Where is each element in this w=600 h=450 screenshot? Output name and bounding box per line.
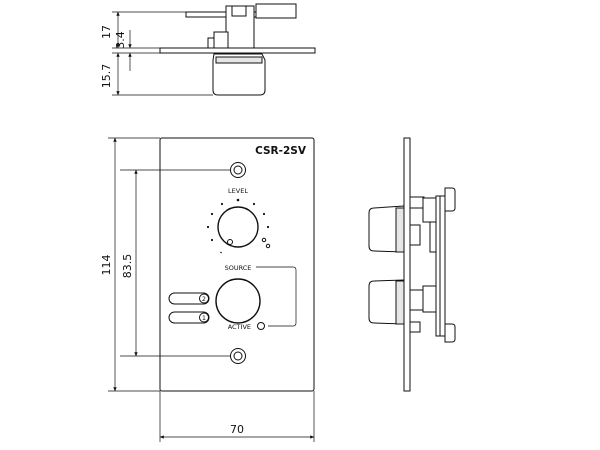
selector-2-label: 2: [202, 295, 206, 303]
level-label: LEVEL: [228, 187, 248, 195]
model-name: CSR-2SV: [255, 145, 307, 157]
source-label: SOURCE: [225, 264, 252, 272]
level-scale: [206, 198, 271, 254]
dim-panel-height: 114: [100, 255, 113, 276]
dim-side-knob-depth: 15.7: [100, 64, 113, 89]
active-led: [257, 322, 265, 330]
dim-panel-width: 70: [230, 423, 244, 436]
source-knob: [215, 278, 261, 324]
top-side-view: 17 3.4 15.7: [100, 3, 316, 96]
right-side-view: [368, 137, 456, 392]
dim-mount-pitch: 83.5: [121, 254, 134, 279]
dim-side-height-total: 17: [100, 25, 113, 39]
front-view: CSR-2SV LEVEL SOURCE: [100, 137, 315, 442]
active-label: ACTIVE: [228, 323, 251, 331]
selector-1-label: 1: [202, 314, 206, 322]
dim-side-height-plate: 3.4: [114, 31, 127, 49]
source-selector-indicators: 2 1: [168, 292, 210, 324]
level-knob: [217, 206, 259, 248]
